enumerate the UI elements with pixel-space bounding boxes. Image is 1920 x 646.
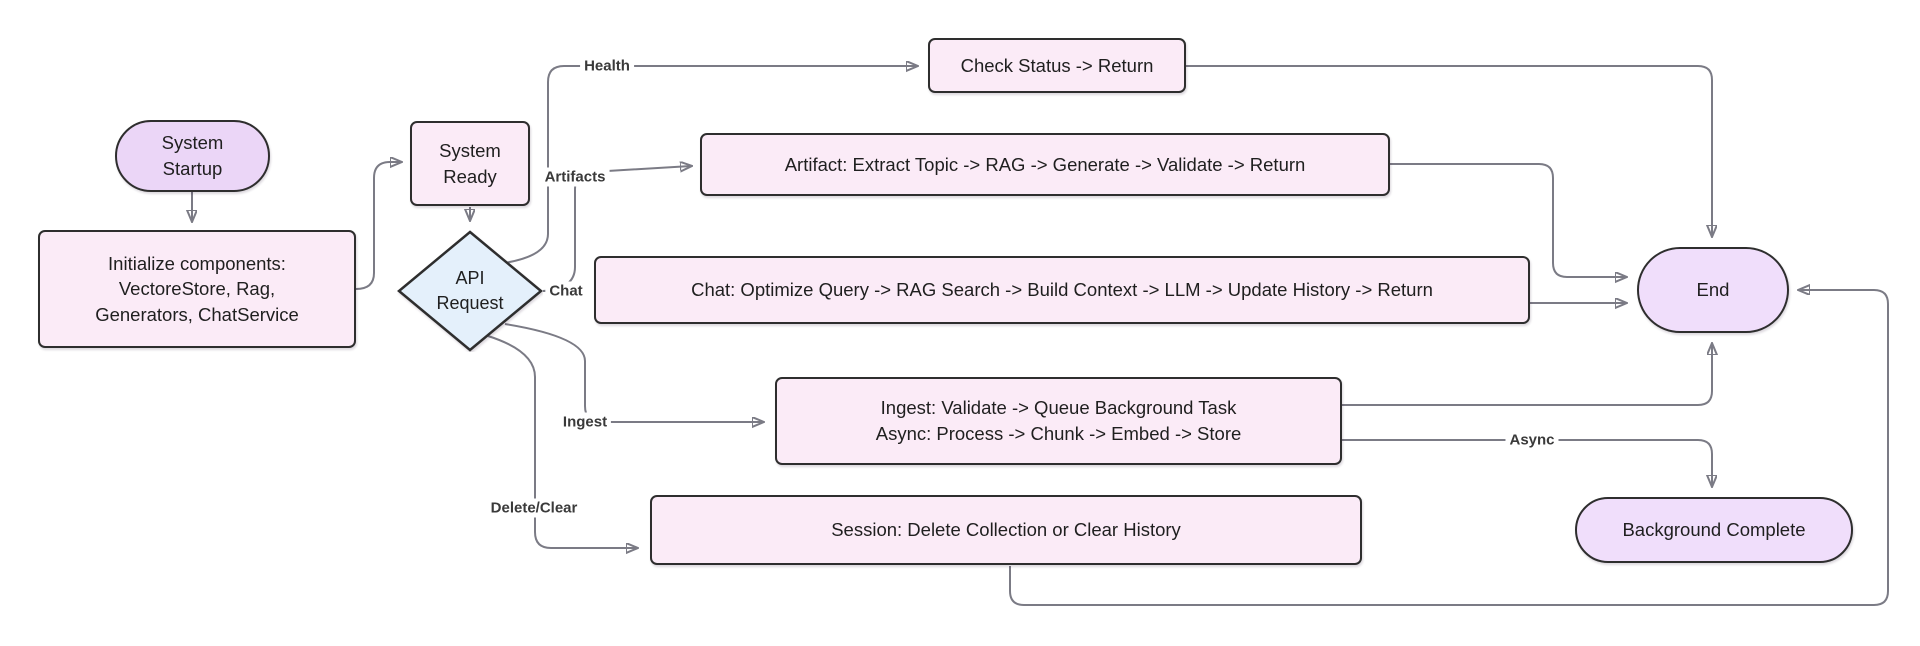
node-label: VectoreStore, Rag,	[118, 278, 276, 300]
node-system-ready: System Ready	[410, 121, 530, 206]
edge-health-to-end	[1186, 65, 1712, 236]
edge-api-to-session	[487, 335, 637, 548]
node-label: End	[1696, 279, 1730, 301]
node-label: Ingest: Validate -> Queue Background Tas…	[880, 397, 1237, 419]
node-label: System	[161, 132, 224, 154]
edge-label-delete-clear: Delete/Clear	[486, 498, 582, 518]
diamond-shape-icon	[397, 230, 543, 352]
node-api-request-decision: API Request	[397, 230, 543, 352]
node-system-startup: System Startup	[115, 120, 270, 192]
node-label: Async: Process -> Chunk -> Embed -> Stor…	[875, 423, 1242, 444]
edge-label-health: Health	[580, 56, 634, 76]
edge-label-chat: Chat	[545, 281, 587, 301]
edge-label-artifacts: Artifacts	[540, 167, 610, 187]
edge-api-to-ingest	[504, 323, 763, 422]
node-ingest-flow: Ingest: Validate -> Queue Background Tas…	[775, 377, 1342, 465]
edge-label-ingest: Ingest	[558, 412, 612, 432]
node-end: End	[1637, 247, 1789, 333]
node-label: Chat: Optimize Query -> RAG Search -> Bu…	[691, 279, 1433, 301]
node-label: System	[439, 139, 501, 161]
edge-api-to-health	[503, 66, 917, 264]
node-initialize-components: Initialize components: VectoreStore, Rag…	[38, 230, 356, 348]
edge-session-to-end	[1009, 290, 1889, 606]
node-label: Initialize components:	[108, 252, 286, 274]
node-label: Generators, ChatService	[95, 303, 299, 325]
node-label: Background Complete	[1622, 519, 1806, 541]
edge-ingest-to-end	[1342, 344, 1712, 406]
node-artifact-flow: Artifact: Extract Topic -> RAG -> Genera…	[700, 133, 1390, 196]
node-label: Ready	[443, 165, 497, 187]
node-label: Session: Delete Collection or Clear Hist…	[831, 519, 1181, 541]
edge-label-async: Async	[1505, 430, 1559, 450]
node-chat-flow: Chat: Optimize Query -> RAG Search -> Bu…	[594, 256, 1530, 324]
node-label: API	[455, 267, 485, 288]
node-session-delete-clear: Session: Delete Collection or Clear Hist…	[650, 495, 1362, 565]
edge-ingest-to-background-complete	[1342, 439, 1712, 486]
node-check-status: Check Status -> Return	[928, 38, 1186, 93]
edge-artifact-to-end	[1390, 163, 1626, 277]
node-label: Startup	[162, 158, 223, 179]
edge-init-to-ready	[355, 162, 401, 290]
node-label: Request	[436, 293, 504, 313]
node-background-complete: Background Complete	[1575, 497, 1853, 563]
node-label: Artifact: Extract Topic -> RAG -> Genera…	[784, 153, 1306, 175]
node-label: Check Status -> Return	[960, 54, 1154, 76]
